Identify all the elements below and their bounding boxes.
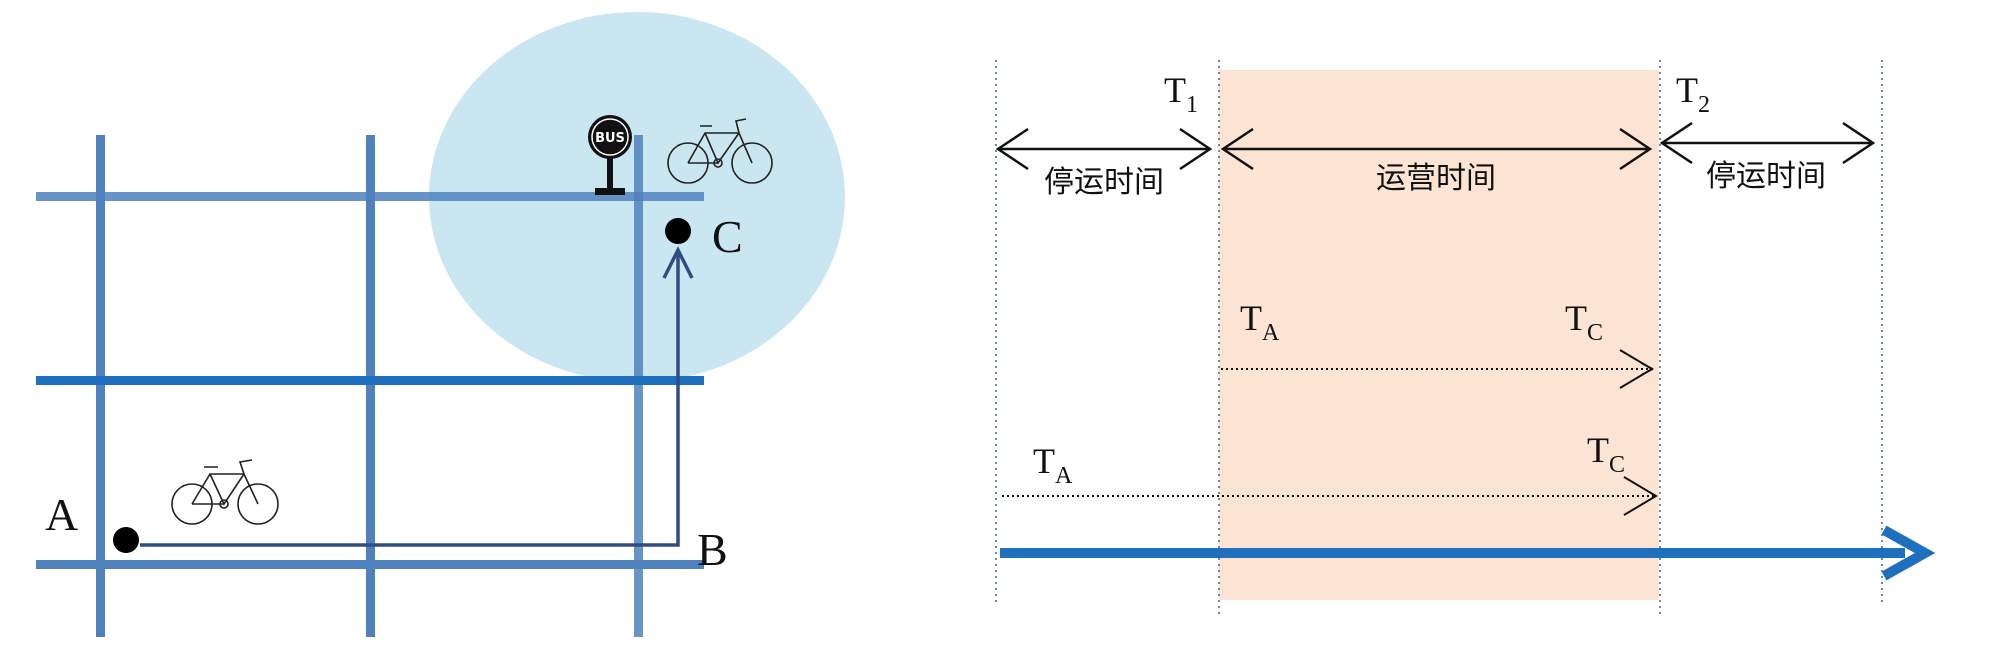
operating-time-label: 运营时间 bbox=[1376, 161, 1496, 196]
trip1-arrowhead bbox=[1619, 349, 1654, 389]
trip1-start-label: TA bbox=[1240, 298, 1280, 346]
stop-time-right-label: 停运时间 bbox=[1706, 159, 1826, 194]
trip2-arrowhead bbox=[1623, 476, 1658, 516]
label-b: B bbox=[697, 524, 728, 575]
bicycle-icon-origin bbox=[171, 459, 279, 525]
timeline-panel: T1 T2 停运时间 运营时间 停运时间 TA TC TA TC bbox=[995, 60, 1936, 615]
bus-stop-icon: BUS bbox=[588, 115, 632, 195]
point-c-dot bbox=[665, 218, 691, 244]
bus-sign-text: BUS bbox=[595, 131, 625, 146]
road-vertical-2 bbox=[366, 135, 375, 637]
operating-time-band bbox=[1219, 70, 1659, 600]
time-axis-arrowhead bbox=[1881, 525, 1936, 581]
trip1-end-label: TC bbox=[1565, 298, 1603, 346]
stop-time-left-label: 停运时间 bbox=[1044, 165, 1164, 200]
map-panel: A B C BUS bbox=[36, 12, 845, 637]
trip2-start-label: TA bbox=[1033, 441, 1073, 489]
label-c: C bbox=[712, 211, 743, 262]
stop-time-right-arrow bbox=[1659, 121, 1876, 165]
label-t1: T1 bbox=[1164, 70, 1198, 118]
bicycle-icon-station bbox=[667, 118, 773, 184]
trip2-end-label: TC bbox=[1587, 430, 1625, 478]
road-vertical-1 bbox=[96, 135, 105, 637]
road-vertical-3 bbox=[634, 135, 643, 637]
point-a-dot bbox=[113, 527, 139, 553]
operating-time-arrow bbox=[1220, 127, 1653, 171]
label-a: A bbox=[45, 489, 78, 540]
stop-time-left-arrow bbox=[995, 127, 1213, 171]
road-horizontal-2 bbox=[36, 376, 704, 385]
label-t2: T2 bbox=[1676, 70, 1710, 118]
road-horizontal-3 bbox=[36, 560, 704, 569]
route-line bbox=[140, 250, 680, 547]
route-arrowhead bbox=[662, 246, 694, 279]
road-horizontal-1 bbox=[36, 192, 704, 201]
